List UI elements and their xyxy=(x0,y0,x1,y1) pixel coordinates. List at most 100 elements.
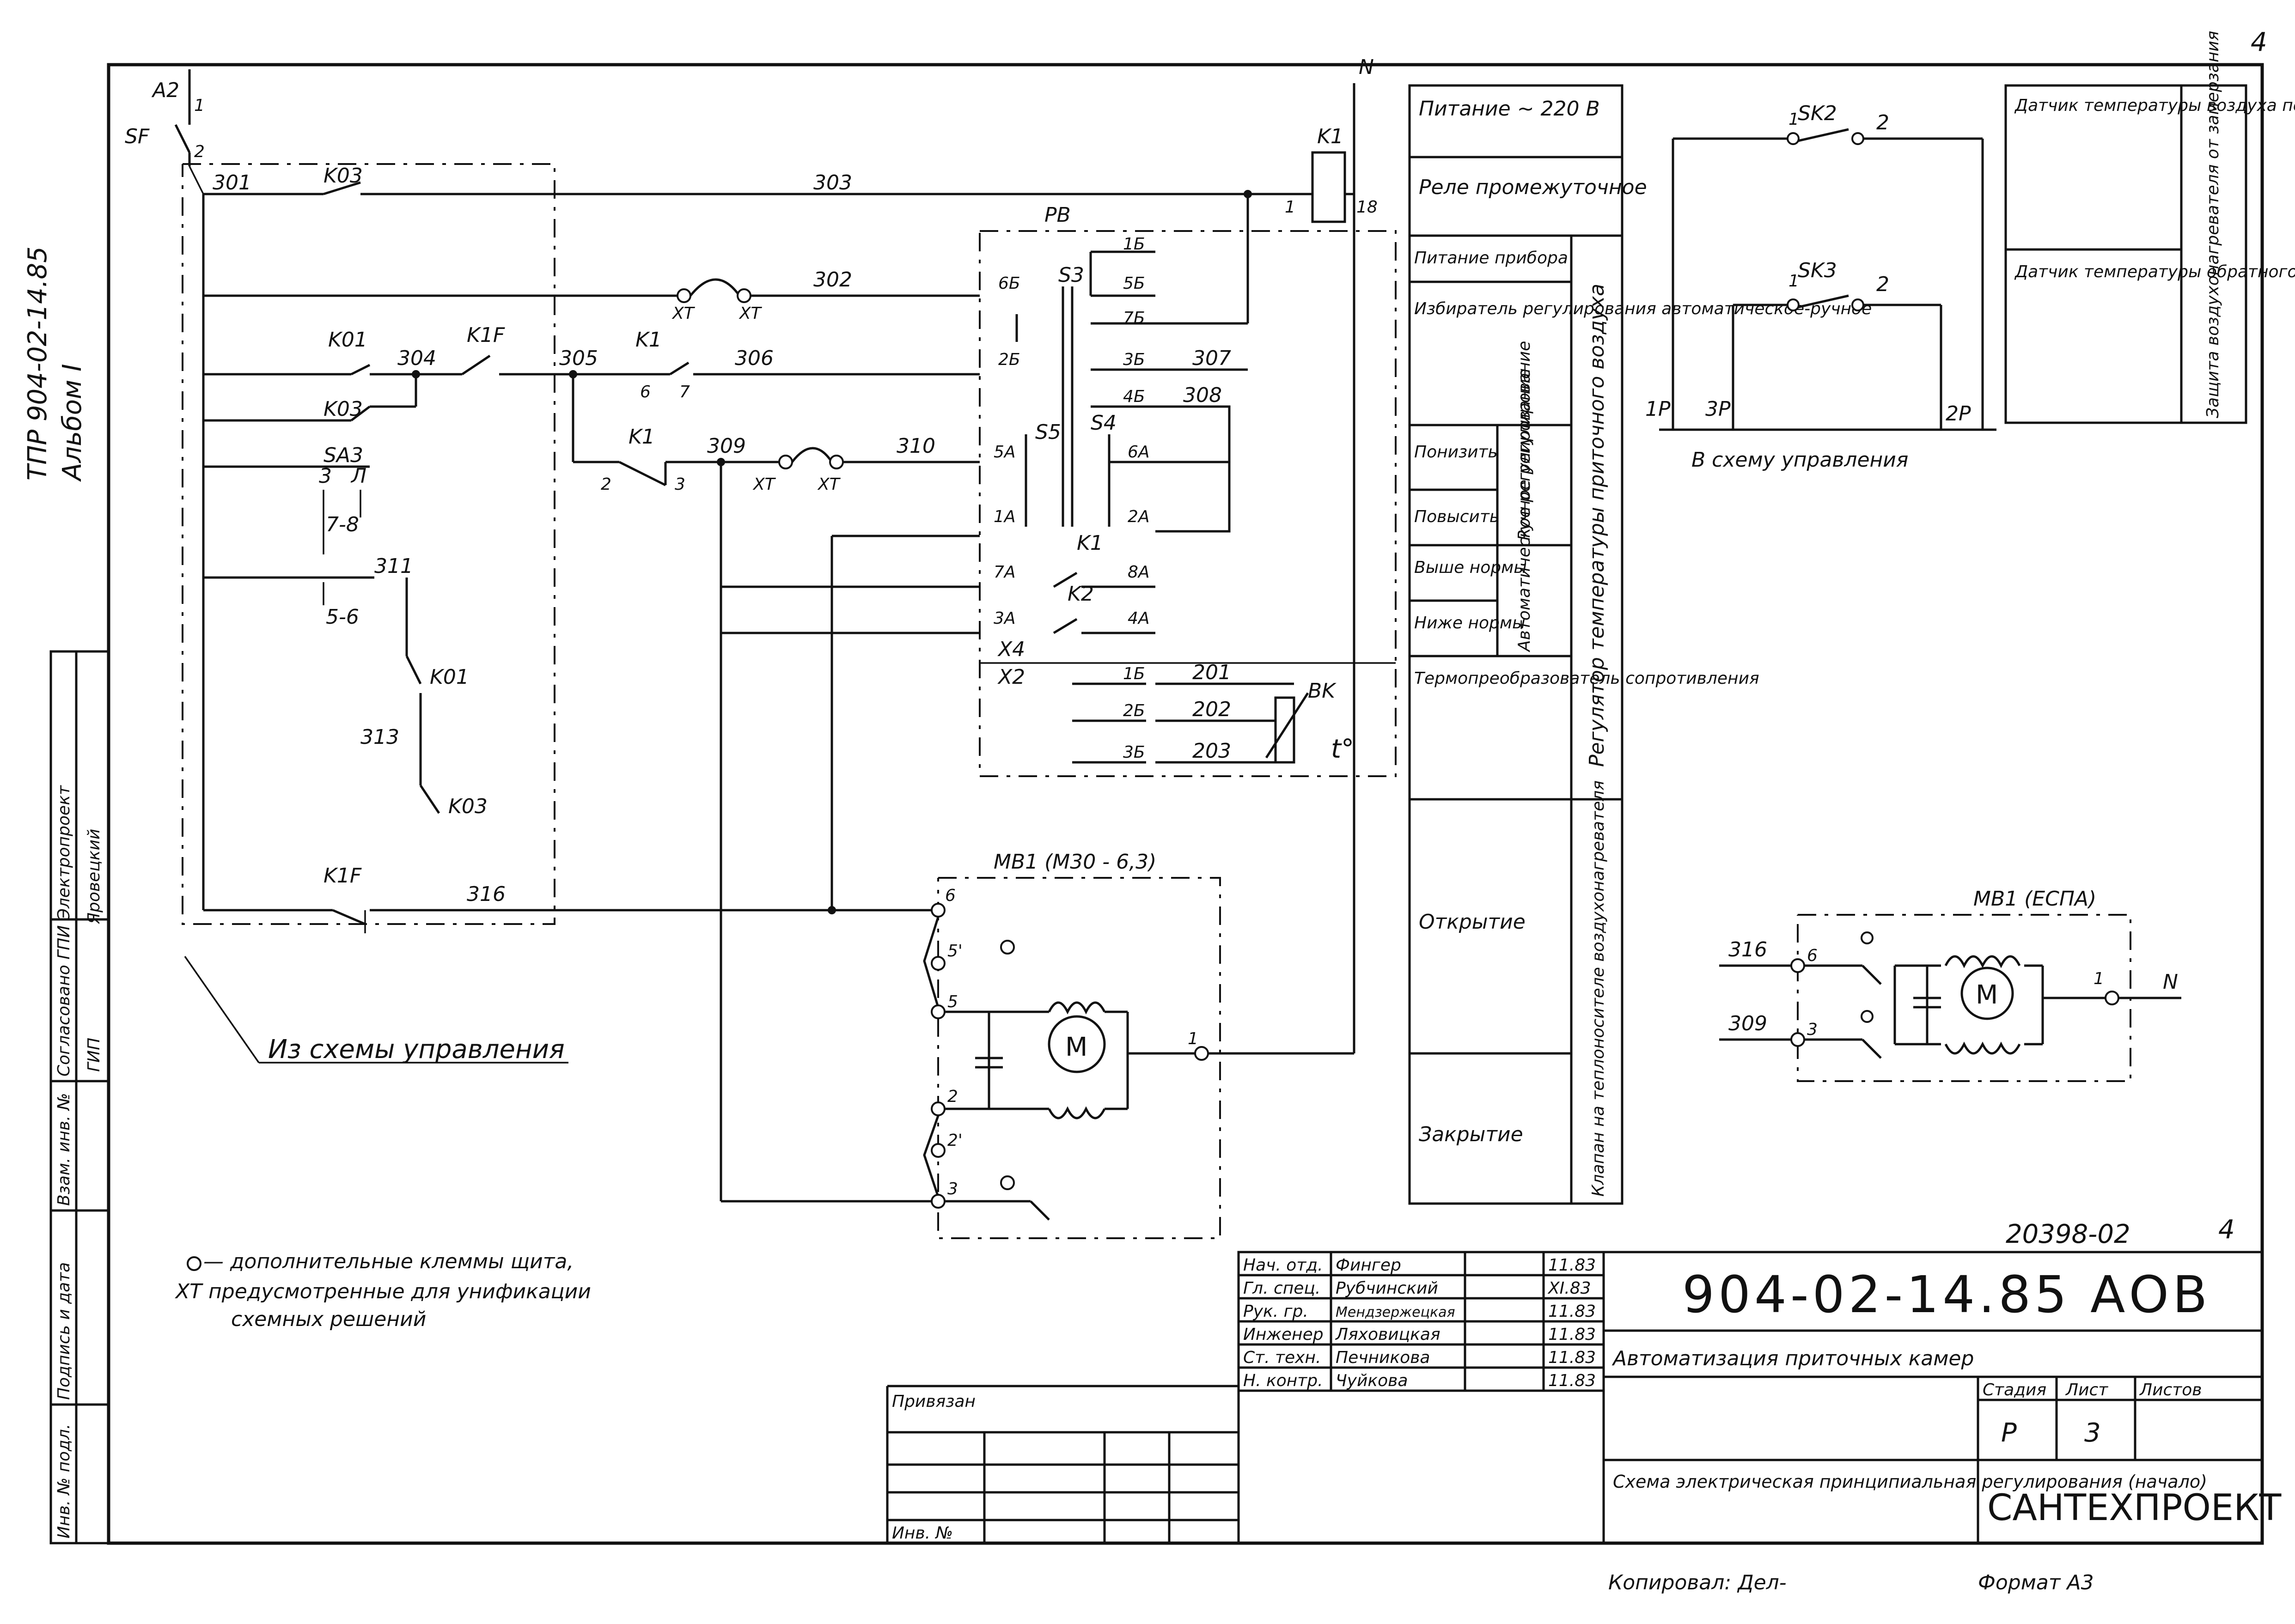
svg-text:K1: K1 xyxy=(1077,531,1103,555)
svg-text:2А: 2А xyxy=(1128,507,1150,526)
svg-text:8А: 8А xyxy=(1128,563,1150,582)
svg-text:202: 202 xyxy=(1192,698,1231,721)
svg-text:SK2: SK2 xyxy=(1798,102,1837,125)
from-control-label: Из схемы управления xyxy=(268,1034,565,1064)
svg-text:11.83: 11.83 xyxy=(1548,1325,1596,1344)
svg-text:Гл. спец.: Гл. спец. xyxy=(1243,1279,1320,1298)
svg-text:6: 6 xyxy=(640,383,651,401)
album-side-label: ТПР 904-02-14.85 Альбом I xyxy=(23,246,87,482)
svg-text:5Б: 5Б xyxy=(1123,274,1145,293)
svg-text:Ручное регулирование: Ручное регулирование xyxy=(1515,341,1534,541)
svg-text:Фингер: Фингер xyxy=(1336,1256,1401,1275)
svg-text:3: 3 xyxy=(947,1180,958,1198)
main-schematic: A2 1 SF 2 301 K03 303 N K1 1 18 XT xyxy=(125,55,1378,1201)
svg-text:Чуйкова: Чуйкова xyxy=(1336,1371,1408,1390)
svg-text:3: 3 xyxy=(675,475,685,494)
svg-text:6А: 6А xyxy=(1128,443,1150,462)
left-stamp: Согласовано ГПИ Электропроект ГИП Яровец… xyxy=(55,785,104,1539)
svg-text:Ст. техн.: Ст. техн. xyxy=(1243,1348,1321,1367)
svg-text:K03: K03 xyxy=(323,164,363,188)
svg-text:N: N xyxy=(2163,970,2178,994)
svg-text:M: M xyxy=(1976,980,1998,1010)
svg-text:N: N xyxy=(1359,55,1374,79)
svg-text:SA3: SA3 xyxy=(323,444,363,467)
svg-text:Привязан: Привязан xyxy=(892,1392,976,1411)
svg-text:K01: K01 xyxy=(430,665,469,689)
gip-label: ГИП xyxy=(85,1038,104,1072)
svg-text:304: 304 xyxy=(397,347,436,370)
svg-text:6: 6 xyxy=(945,886,956,905)
svg-text:1Р: 1Р xyxy=(1645,397,1671,421)
mb1-actuator: MB1 (M30 - 6,3) 6 5' 5 M 1 2 2' 3 xyxy=(721,850,1354,1239)
svg-text:MB1 (ЕСПА): MB1 (ЕСПА) xyxy=(1973,887,2096,911)
doc-number: 904-02-14.85 АОВ xyxy=(1682,1265,2211,1324)
svg-text:5': 5' xyxy=(947,942,963,961)
svg-text:311: 311 xyxy=(374,554,413,578)
svg-text:X4: X4 xyxy=(997,638,1025,661)
svg-text:3Б: 3Б xyxy=(1123,743,1145,762)
format-label: Формат А3 xyxy=(1978,1571,2094,1594)
svg-text:3: 3 xyxy=(319,464,332,488)
svg-text:A2: A2 xyxy=(151,79,179,102)
svg-text:3Р: 3Р xyxy=(1705,397,1731,421)
svg-text:1: 1 xyxy=(1788,272,1799,291)
svg-text:— дополнительные клеммы щита,: — дополнительные клеммы щита, xyxy=(203,1250,574,1273)
svg-text:XT: XT xyxy=(671,304,696,323)
svg-text:2: 2 xyxy=(194,142,205,161)
svg-text:XT: XT xyxy=(752,475,776,494)
svg-text:316: 316 xyxy=(1728,938,1767,961)
doc-code: 20398-02 xyxy=(2006,1219,2130,1249)
svg-text:3: 3 xyxy=(2084,1418,2101,1448)
svg-text:1: 1 xyxy=(1285,198,1295,217)
svg-text:7Б: 7Б xyxy=(1123,309,1145,328)
svg-text:303: 303 xyxy=(813,171,852,195)
sheet-title: Схема электрическая принципиальная регул… xyxy=(1613,1472,2207,1492)
svg-text:S5: S5 xyxy=(1035,420,1061,444)
svg-text:K03: K03 xyxy=(448,795,488,818)
svg-text:1А: 1А xyxy=(994,507,1016,526)
sign-date-label: Подпись и дата xyxy=(55,1262,73,1400)
svg-text:Датчик температуры воздуха пер: Датчик температуры воздуха перед воздухо… xyxy=(2014,96,2295,115)
regulator-terminals: PB S3 S5 S4 1Б 6Б 5Б 7Б 2Б 3Б 307 4Б 308… xyxy=(979,203,1397,777)
svg-text:309: 309 xyxy=(1728,1012,1767,1035)
svg-text:305: 305 xyxy=(559,347,598,370)
svg-text:1: 1 xyxy=(194,96,205,115)
svg-text:t°: t° xyxy=(1331,734,1354,764)
svg-text:M: M xyxy=(1065,1032,1087,1062)
object-name: Автоматизация приточных камер xyxy=(1611,1347,1974,1370)
svg-text:5-6: 5-6 xyxy=(326,605,359,629)
svg-text:K03: K03 xyxy=(323,397,363,421)
svg-text:S3: S3 xyxy=(1058,263,1084,287)
svg-text:Инженер: Инженер xyxy=(1243,1325,1324,1344)
drawing-frame xyxy=(49,63,2264,1545)
svg-text:4Б: 4Б xyxy=(1123,387,1145,406)
svg-text:K1: K1 xyxy=(1317,125,1343,148)
page-number-bottom: 4 xyxy=(2218,1215,2235,1245)
svg-text:313: 313 xyxy=(360,725,399,749)
svg-text:S4: S4 xyxy=(1091,411,1117,435)
svg-text:203: 203 xyxy=(1192,739,1231,763)
svg-text:X2: X2 xyxy=(997,665,1025,689)
svg-text:Листов: Листов xyxy=(2139,1381,2202,1399)
svg-text:K01: K01 xyxy=(328,328,367,352)
gip-name: Яровецкий xyxy=(85,829,104,925)
svg-text:Датчик температуры обратного т: Датчик температуры обратного теплоносите… xyxy=(2014,262,2295,281)
svg-text:XT: XT xyxy=(817,475,841,494)
svg-text:Инв. №: Инв. № xyxy=(892,1524,953,1543)
svg-text:11.83: 11.83 xyxy=(1548,1348,1596,1367)
svg-text:5: 5 xyxy=(947,992,958,1011)
svg-text:K1: K1 xyxy=(635,328,662,352)
svg-text:Мендзержецкая: Мендзержецкая xyxy=(1336,1304,1455,1320)
copied-by: Копировал: Дел- xyxy=(1608,1571,1787,1594)
svg-text:306: 306 xyxy=(735,347,774,370)
svg-text:Закрытие: Закрытие xyxy=(1419,1123,1523,1146)
svg-text:2Р: 2Р xyxy=(1946,402,1971,426)
replace-inv-label: Взам. инв. № xyxy=(55,1093,73,1206)
svg-text:1Б: 1Б xyxy=(1123,235,1145,254)
page-number: 4 xyxy=(2251,27,2267,57)
svg-text:Рубчинский: Рубчинский xyxy=(1336,1279,1438,1298)
svg-text:K1: K1 xyxy=(629,425,655,449)
svg-text:Л: Л xyxy=(350,464,366,488)
legend-table: Питание ~ 220 В Реле промежуточное Питан… xyxy=(1408,84,1872,1205)
svg-text:5А: 5А xyxy=(994,443,1016,462)
